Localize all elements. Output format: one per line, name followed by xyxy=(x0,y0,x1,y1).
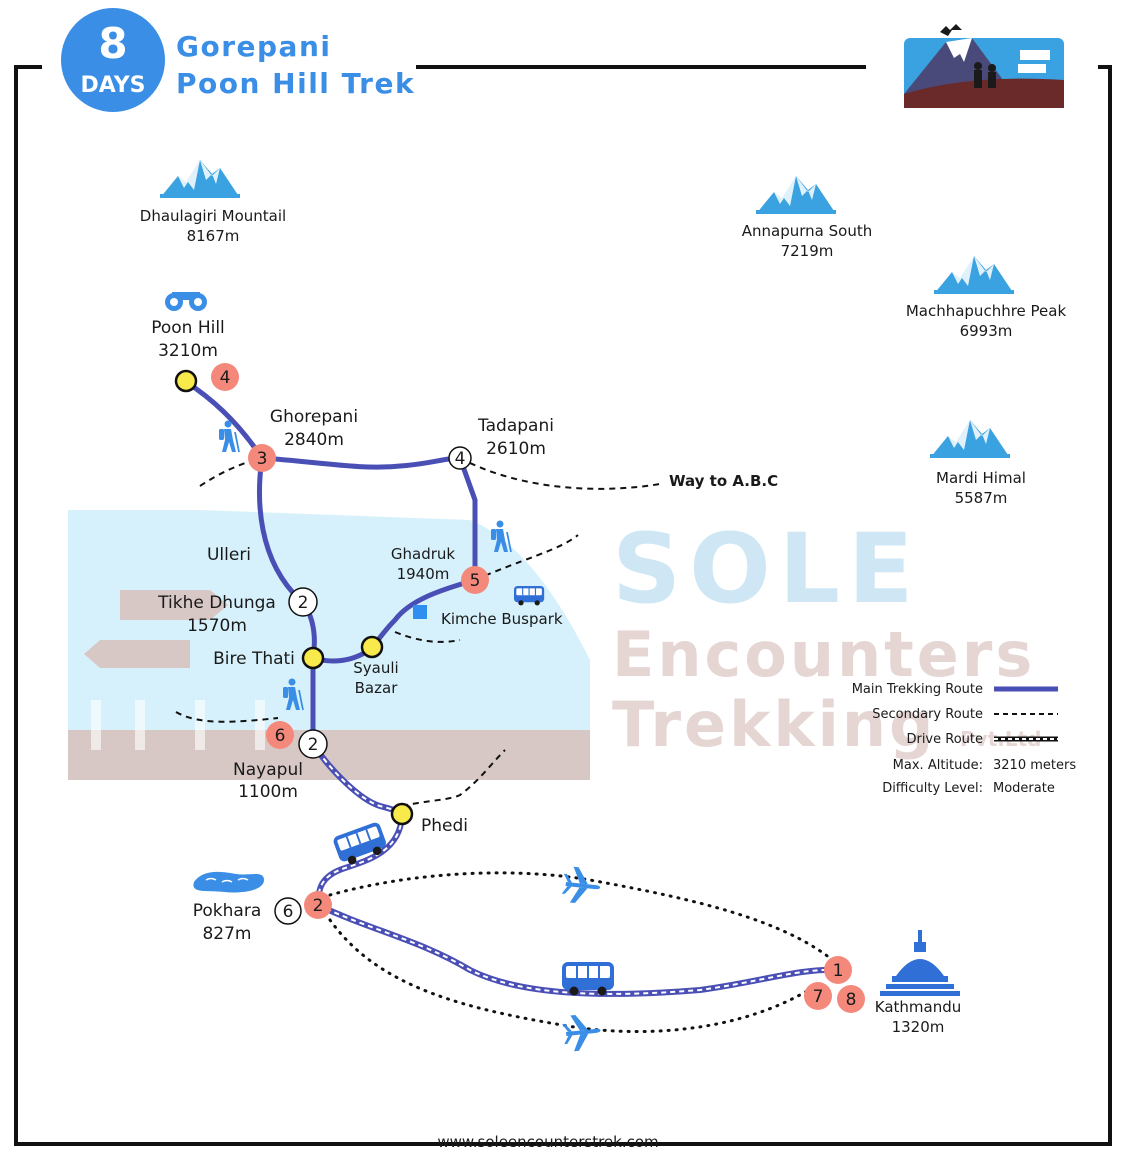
kimche-buspark-marker xyxy=(413,605,427,619)
bus-icon xyxy=(561,961,615,997)
header: 8 DAYS Gorepani Poon Hill Trek xyxy=(61,8,415,112)
mountain-name: Machhapuchhre Peak xyxy=(906,302,1067,320)
watermark-line3: Trekking xyxy=(612,688,936,761)
legend-max-altitude-label: Max. Altitude: xyxy=(893,758,983,773)
svg-text:2: 2 xyxy=(298,593,309,613)
svg-text:6: 6 xyxy=(275,726,286,746)
legend: Main Trekking Route Secondary Route Driv… xyxy=(852,682,1077,796)
airplane-icon xyxy=(560,865,602,906)
waypoints xyxy=(174,369,414,826)
svg-text:6: 6 xyxy=(283,902,294,922)
mountain-altitude: 6993m xyxy=(960,322,1013,340)
day-marker-kathmandu-7: 7 xyxy=(804,982,832,1010)
label-way-abc: Way to A.B.C xyxy=(669,472,778,490)
days-number: 8 xyxy=(98,19,127,68)
svg-text:2: 2 xyxy=(308,735,319,755)
label-kathmandu-alt: 1320m xyxy=(892,1018,945,1036)
mountain-dhaulagiri: Dhaulagiri Mountail 8167m xyxy=(140,160,286,245)
svg-text:8: 8 xyxy=(846,990,857,1010)
waypoint-poon-hill xyxy=(174,369,198,393)
svg-text:4: 4 xyxy=(220,368,231,388)
place-labels: Poon Hill 3210m Ghorepani 2840m Tadapani… xyxy=(151,318,961,1036)
day-marker-tadapani: 4 xyxy=(448,446,472,470)
days-badge xyxy=(61,8,165,112)
mountain-altitude: 5587m xyxy=(955,489,1008,507)
label-ghorepani-alt: 2840m xyxy=(284,430,344,450)
logo-icon xyxy=(904,24,1064,108)
mountain-altitude: 7219m xyxy=(781,242,834,260)
label-ghadruk-alt: 1940m xyxy=(397,565,450,583)
secondary-routes xyxy=(175,457,661,807)
label-tadapani-alt: 2610m xyxy=(486,439,546,459)
label-poon-hill: Poon Hill xyxy=(151,318,225,338)
day-marker-kathmandu-1: 1 xyxy=(824,956,852,984)
mountain-name: Mardi Himal xyxy=(936,469,1026,487)
waypoint-syauli-bazar xyxy=(360,635,384,659)
mountain-icon xyxy=(160,160,240,198)
page-title-line2: Poon Hill Trek xyxy=(176,67,415,100)
mountain-name: Dhaulagiri Mountail xyxy=(140,207,286,225)
binoculars-icon xyxy=(165,292,207,311)
label-poon-hill-alt: 3210m xyxy=(158,341,218,361)
day-marker-ghorepani: 3 xyxy=(248,444,276,472)
label-pokhara-alt: 827m xyxy=(202,924,251,944)
watermark: SOLE Encounters Trekking Pvt.Ltd xyxy=(68,510,1041,780)
frame xyxy=(14,65,1112,1146)
label-ulleri: Ulleri xyxy=(207,545,251,565)
label-tikhe-dhunga-alt: 1570m xyxy=(187,616,247,636)
label-pokhara: Pokhara xyxy=(193,901,262,921)
label-phedi: Phedi xyxy=(421,816,468,836)
legend-main-route: Main Trekking Route xyxy=(852,682,983,697)
day-marker-pokhara-white: 6 xyxy=(274,897,302,925)
mountain-icon xyxy=(756,176,836,214)
legend-max-altitude-value: 3210 meters xyxy=(993,758,1076,773)
day-marker-nayapul-red: 6 xyxy=(266,721,294,749)
mountain-icon xyxy=(934,256,1014,294)
label-bire-thati: Bire Thati xyxy=(213,649,295,669)
mountain-icon xyxy=(930,420,1010,458)
day-marker-poon-hill: 4 xyxy=(211,363,239,391)
page-title-line1: Gorepani xyxy=(176,30,332,63)
day-marker-pokhara-red: 2 xyxy=(304,891,332,919)
days-label: DAYS xyxy=(81,73,146,98)
watermark-line1: SOLE xyxy=(612,513,922,625)
svg-text:7: 7 xyxy=(813,987,824,1007)
waypoint-bire-thati xyxy=(301,646,325,670)
label-tadapani: Tadapani xyxy=(477,416,554,436)
label-kathmandu: Kathmandu xyxy=(875,998,962,1016)
label-ghadruk: Ghadruk xyxy=(391,545,456,563)
label-nayapul: Nayapul xyxy=(233,760,303,780)
label-ghorepani: Ghorepani xyxy=(270,407,358,427)
watermark-line2: Encounters xyxy=(612,618,1035,691)
label-syauli-line2: Bazar xyxy=(355,679,399,697)
mountain-name: Annapurna South xyxy=(742,222,872,240)
day-marker-ghadruk: 5 xyxy=(461,566,489,594)
svg-text:1: 1 xyxy=(833,961,844,981)
legend-difficulty-value: Moderate xyxy=(993,781,1055,796)
svg-text:2: 2 xyxy=(313,896,324,916)
airplane-icon xyxy=(561,1012,603,1053)
mountain-annapurna-south: Annapurna South 7219m xyxy=(742,176,872,260)
day-marker-tikhe-dhunga: 2 xyxy=(288,587,318,617)
legend-difficulty-label: Difficulty Level: xyxy=(882,781,983,796)
label-tikhe-dhunga: Tikhe Dhunga xyxy=(157,593,276,613)
waypoint-phedi xyxy=(390,802,414,826)
day-marker-kathmandu-8: 8 xyxy=(837,985,865,1013)
mountain-machhapuchhre: Machhapuchhre Peak 6993m xyxy=(906,256,1067,340)
svg-text:3: 3 xyxy=(257,449,268,469)
label-nayapul-alt: 1100m xyxy=(238,782,298,802)
svg-text:4: 4 xyxy=(455,449,466,469)
svg-text:5: 5 xyxy=(470,571,481,591)
legend-secondary-route: Secondary Route xyxy=(872,707,983,722)
day-marker-nayapul-white: 2 xyxy=(298,729,328,759)
mountain-altitude: 8167m xyxy=(187,227,240,245)
footer-url[interactable]: www.soleencounterstrek.com xyxy=(437,1133,658,1151)
label-syauli-line1: Syauli xyxy=(353,659,398,677)
stupa-icon xyxy=(880,930,960,996)
mountain-mardi-himal: Mardi Himal 5587m xyxy=(930,420,1026,507)
legend-drive-route: Drive Route xyxy=(906,732,983,747)
label-kimche-buspark: Kimche Buspark xyxy=(441,610,563,628)
lake-icon xyxy=(193,871,264,893)
